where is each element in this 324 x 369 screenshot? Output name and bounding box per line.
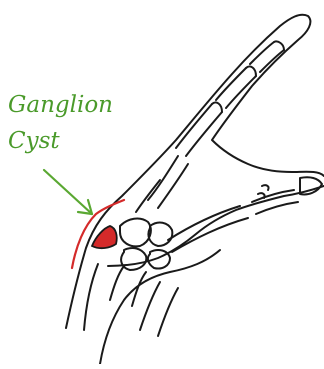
annotation-label-line-1: Ganglion [8,92,113,118]
metacarpal-2 [136,180,160,212]
wrist-lower-outline [100,250,220,364]
index-joint-caps [212,41,284,112]
radius-bone [110,266,146,306]
annotation-arrow [44,170,92,214]
forearm-inner-line [84,264,98,330]
hand-outline [66,15,324,328]
annotation-label-line-2: Cyst [8,128,60,154]
ganglion-cyst [92,226,117,248]
ulna-bone [140,282,178,336]
carpal-bones [120,219,172,270]
